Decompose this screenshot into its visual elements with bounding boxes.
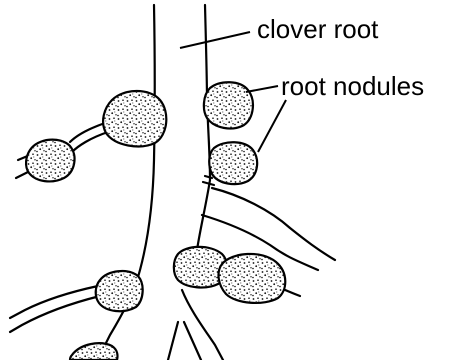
branch-root-lower-left-top (10, 286, 98, 318)
nodule-bottom-left-partial-stipple (70, 343, 117, 360)
branch-root-lower-left-bottom (10, 296, 100, 332)
root-hair-1 (203, 182, 214, 185)
root-nodules-label: root nodules (281, 71, 424, 101)
nodule-right-upper-stipple (204, 82, 253, 128)
leader-root-nodules-1 (246, 86, 278, 92)
branch-root-bottom-right-edge (184, 322, 201, 360)
leader-clover-root (180, 32, 250, 48)
clover-root-label: clover root (257, 14, 379, 44)
branch-root-far-left-2 (16, 172, 28, 178)
leader-root-nodules-2 (258, 100, 286, 152)
branch-root-bottom-middle (168, 322, 178, 360)
nodule-right-lower-stipple (209, 142, 257, 184)
branch-root-bottom-right (182, 290, 223, 360)
root-hairs (203, 176, 214, 185)
root-nodules (26, 82, 285, 360)
